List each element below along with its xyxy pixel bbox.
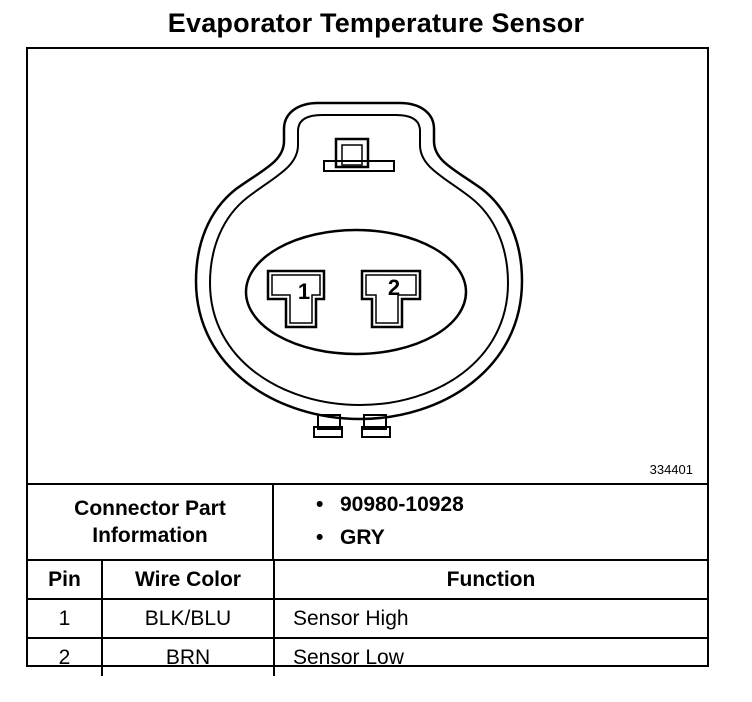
cavity-2-outline [360, 269, 422, 329]
pin-table-header: Pin Wire Color Function [28, 559, 707, 600]
pin-function: Sensor High [273, 598, 707, 639]
header-function: Function [273, 559, 707, 600]
locking-tab [334, 137, 370, 169]
pin-function: Sensor Low [273, 637, 707, 676]
connector-info-row: Connector Part Information • 90980-10928 … [28, 483, 707, 559]
locking-tab-base [323, 160, 395, 172]
locking-tab-inner [341, 144, 363, 166]
connector-info-label-line2: Information [92, 524, 208, 547]
wire-color: BLK/BLU [101, 598, 275, 639]
pin-number: 2 [28, 637, 103, 676]
part-number-value: 90980-10928 [340, 493, 464, 516]
pin-table: Pin Wire Color Function 1 BLK/BLU Sensor… [28, 559, 707, 676]
connector-frame: 1 2 334401 Connector Part Information • 9… [26, 47, 709, 676]
connector-info-label-line1: Connector Part [74, 497, 226, 520]
bottom-latch-left [317, 414, 341, 430]
connector-info-values: • 90980-10928 • GRY [274, 485, 707, 559]
header-pin: Pin [28, 559, 103, 600]
connector-outer-body [194, 101, 524, 421]
diagram-title: Evaporator Temperature Sensor [167, 8, 585, 38]
figure-id: 334401 [649, 462, 693, 477]
bullet: • [316, 493, 324, 516]
cavity-2-label: 2 [388, 275, 400, 300]
bottom-latch-right [363, 414, 387, 430]
connector-info-label: Connector Part Information [28, 485, 274, 559]
connector-inner-outline [208, 114, 510, 407]
connector-color: • GRY [316, 526, 385, 550]
header-wire-color: Wire Color [101, 559, 275, 600]
table-row: 2 BRN Sensor Low [28, 637, 707, 676]
connector-color-value: GRY [340, 526, 385, 549]
pin-number: 1 [28, 598, 103, 639]
table-row: 1 BLK/BLU Sensor High [28, 598, 707, 639]
terminal-cavity-area [244, 228, 468, 356]
wire-color: BRN [101, 637, 275, 676]
connector-face-diagram: 1 2 [194, 101, 524, 438]
bullet: • [316, 526, 324, 549]
cavity-1-label: 1 [298, 279, 310, 304]
cavity-1-outline [266, 269, 326, 329]
part-number: • 90980-10928 [316, 493, 464, 517]
